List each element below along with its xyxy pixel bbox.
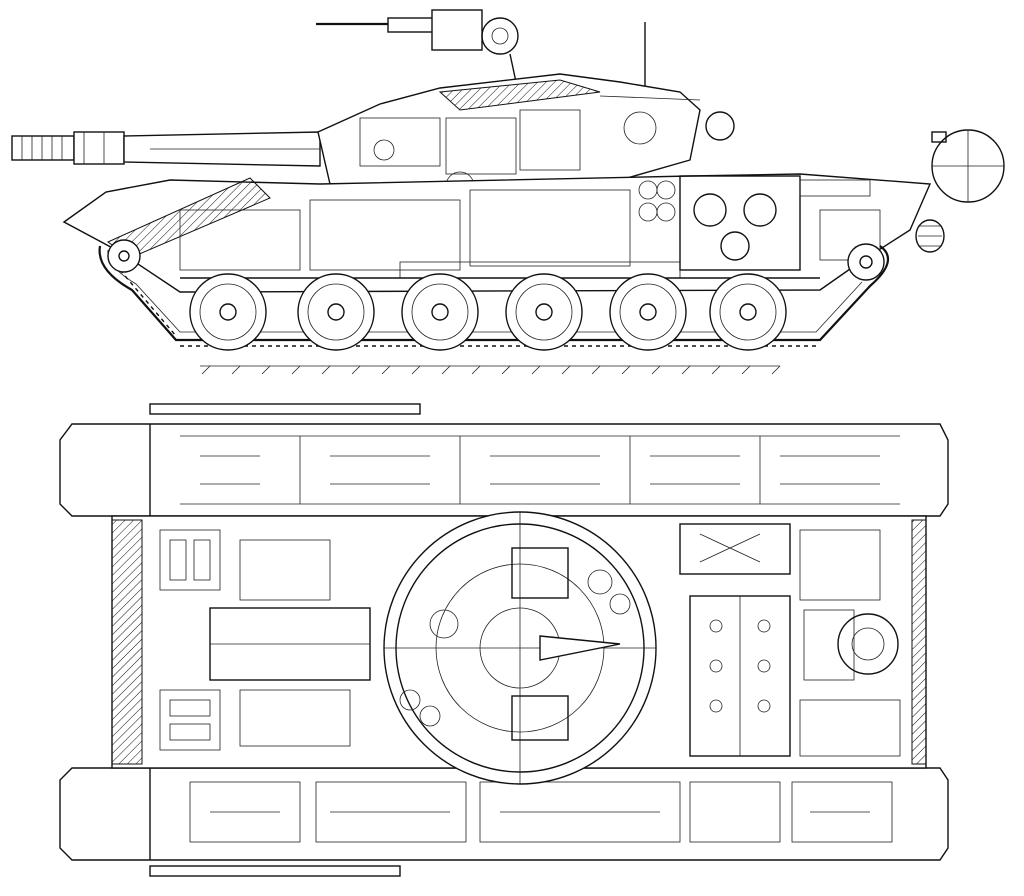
bottom-fender [59, 767, 949, 877]
side-view-drawing [11, 9, 1005, 375]
main-gun-barrel [11, 131, 321, 167]
road-wheel [297, 273, 375, 351]
driver-compartment [159, 529, 371, 751]
road-wheel [505, 273, 583, 351]
top-view-drawing [59, 403, 949, 877]
road-wheels [107, 239, 885, 351]
engine-top-view [679, 523, 901, 757]
rear-fuel-drum [915, 129, 1005, 253]
road-wheel [609, 273, 687, 351]
road-wheel [189, 273, 267, 351]
road-wheel [709, 273, 787, 351]
drive-sprocket [847, 243, 885, 281]
roof-machine-gun [316, 9, 519, 83]
hull [62, 173, 932, 293]
engine-compartment [638, 175, 881, 271]
top-fender [59, 403, 949, 517]
road-wheel [401, 273, 479, 351]
turret-ring [383, 511, 657, 785]
idler-wheel [107, 239, 141, 273]
ground-line [200, 365, 781, 375]
